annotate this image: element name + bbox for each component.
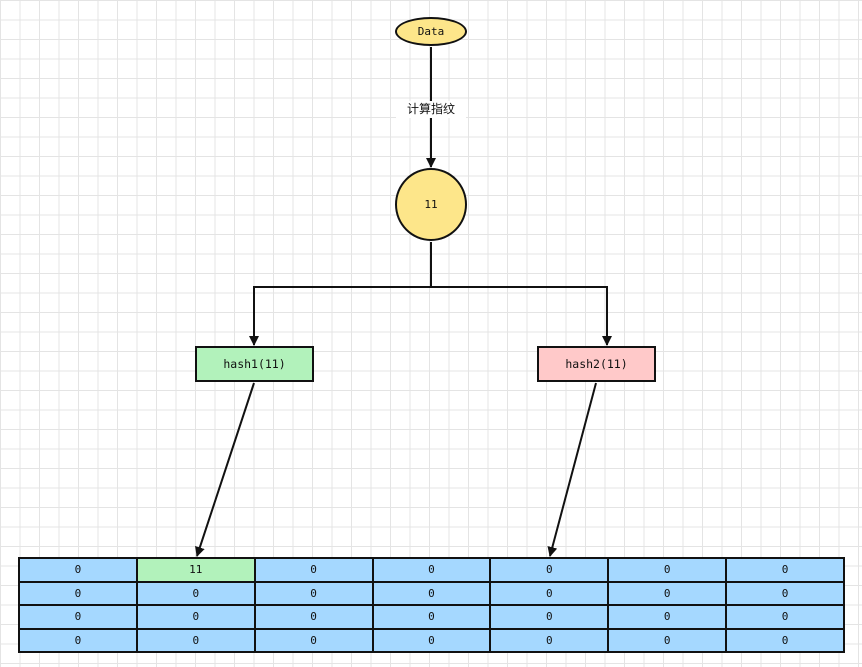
bucket-cell: 0: [725, 557, 845, 583]
bucket-cell: 0: [135, 580, 256, 606]
bucket-cell: 0: [489, 580, 610, 606]
bucket-cell: 0: [607, 604, 728, 630]
bucket-cell: 0: [135, 604, 256, 630]
edge-hash2-to-bucket: [547, 382, 597, 557]
edge-hash1-to-bucket: [195, 382, 255, 557]
hash1-node-label: hash1(11): [223, 357, 286, 371]
hash2-node: hash2(11): [537, 346, 656, 382]
bucket-table: 0 11 0 0 0 0 0 0 0 0 0 0 0 0 0 0 0 0: [18, 557, 845, 653]
bucket-cell: 0: [135, 627, 256, 653]
bucket-cell: 0: [489, 604, 610, 630]
bucket-cell: 0: [253, 557, 374, 583]
data-node-label: Data: [417, 25, 445, 38]
hash1-node: hash1(11): [195, 346, 314, 382]
bucket-row: 0 11 0 0 0 0 0: [18, 557, 845, 583]
bucket-cell: 0: [18, 604, 138, 630]
data-node: Data: [395, 17, 467, 46]
bucket-cell: 0: [489, 557, 610, 583]
bucket-cell: 0: [725, 604, 845, 630]
edge-fingerprint-to-hash1: [249, 286, 431, 346]
bucket-cell: 11: [135, 557, 256, 583]
bucket-cell: 0: [253, 604, 374, 630]
bucket-cell: 0: [371, 580, 492, 606]
bucket-cell: 0: [253, 627, 374, 653]
edge-label-fingerprint: 计算指纹: [396, 101, 466, 118]
bucket-cell: 0: [607, 557, 728, 583]
bucket-cell: 0: [371, 627, 492, 653]
bucket-cell: 0: [18, 557, 138, 583]
edge-fingerprint-to-hash2: [431, 286, 612, 346]
fingerprint-node: 11: [395, 168, 467, 241]
bucket-cell: 0: [607, 627, 728, 653]
bucket-cell: 0: [607, 580, 728, 606]
bucket-cell: 0: [371, 557, 492, 583]
bucket-cell: 0: [18, 627, 138, 653]
bucket-row: 0 0 0 0 0 0 0: [18, 627, 845, 653]
bucket-cell: 0: [18, 580, 138, 606]
bucket-row: 0 0 0 0 0 0 0: [18, 580, 845, 606]
bucket-cell: 0: [253, 580, 374, 606]
bucket-cell: 0: [725, 627, 845, 653]
hash2-node-label: hash2(11): [565, 357, 628, 371]
bucket-cell: 0: [489, 627, 610, 653]
fingerprint-node-label: 11: [424, 198, 438, 211]
bucket-row: 0 0 0 0 0 0 0: [18, 604, 845, 630]
bucket-cell: 0: [371, 604, 492, 630]
bucket-cell: 0: [725, 580, 845, 606]
